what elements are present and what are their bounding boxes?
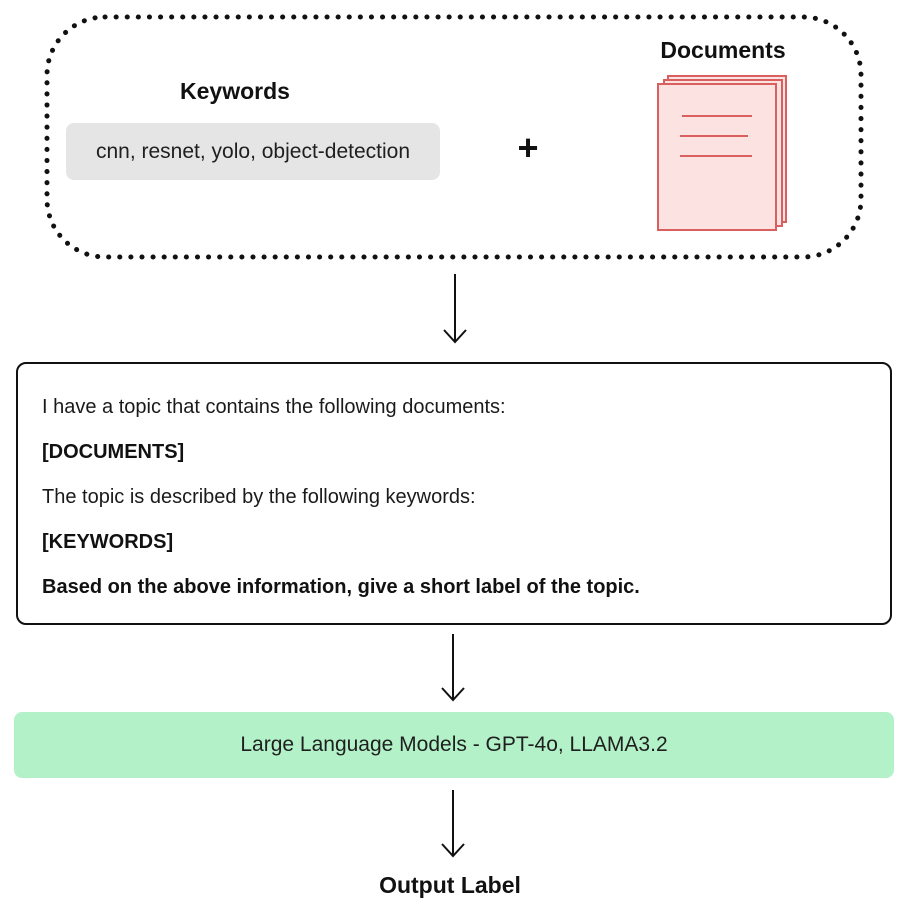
arrow-down-icon [438,632,468,704]
prompt-line-documents-intro: I have a topic that contains the followi… [42,396,506,418]
llm-model-bar: Large Language Models - GPT-4o, LLAMA3.2 [14,712,894,778]
arrow-down-icon [438,788,468,860]
documents-title: Documents [660,37,786,63]
prompt-line-keywords-intro: The topic is described by the following … [42,486,476,508]
prompt-placeholder-keywords: [KEYWORDS] [42,531,174,553]
prompt-template-box: I have a topic that contains the followi… [16,362,892,625]
keywords-pill: cnn, resnet, yolo, object-detection [66,123,440,180]
prompt-instruction: Based on the above information, give a s… [42,576,640,598]
output-label: Output Label [379,872,521,898]
arrow-down-icon [440,272,470,346]
prompt-placeholder-documents: [DOCUMENTS] [42,441,185,463]
input-group-dotted-border [44,14,864,260]
plus-sign: + [517,127,539,168]
keywords-title: Keywords [180,78,290,104]
stacked-documents-icon [652,72,796,234]
